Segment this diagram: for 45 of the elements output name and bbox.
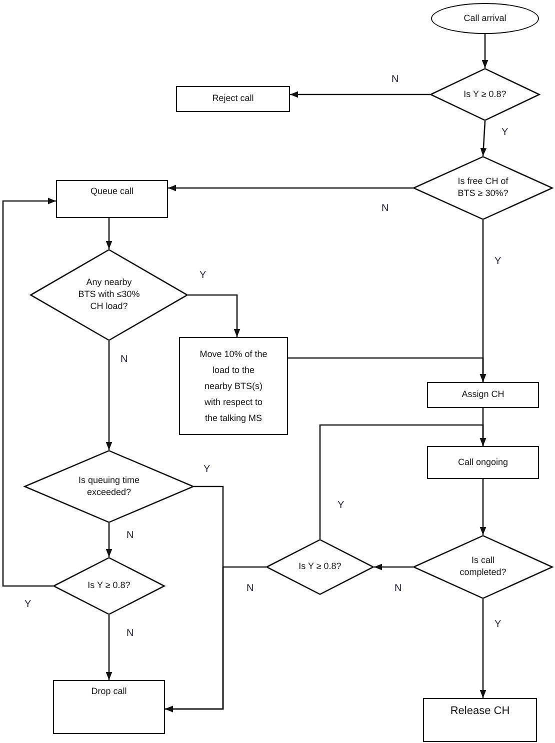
process-box [427,382,539,408]
process-label: Queue call [90,186,134,198]
decision-label: Is free CH of BTS ≥ 30%? [456,176,510,200]
process-label: Move 10% of the load to the nearby BTS(s) with respect to the talking MS [198,348,268,426]
process-box [423,698,537,742]
decision-label: Any nearby BTS with ≤30% CH load? [78,277,140,313]
process-box [53,680,165,734]
process-label: Assign CH [462,389,504,401]
process-box [427,446,539,479]
flow-arrow [480,120,487,156]
flow-arrow [319,424,486,539]
process-label: Call ongoing [458,456,508,468]
decision-label: Is Y ≥ 0.8? [88,580,130,592]
flow-arrow [374,564,413,570]
flow-arrow [168,184,413,192]
decision-label: Is queuing time exceeded? [77,474,141,498]
decision-diamond [53,557,165,615]
process-box [56,180,168,218]
process-box [176,86,290,112]
decision-diamond [413,535,553,599]
process-label: Drop call [91,686,127,698]
flow-arrow [165,566,266,712]
decision-diamond [430,68,540,121]
decision-diamond [266,539,374,595]
flow-arrow [188,294,240,337]
flow-arrow [480,599,486,698]
flow-arrow [106,615,112,680]
decision-diamond [413,156,553,220]
decision-label: Is call completed? [458,555,508,579]
process-label: Release CH [450,704,510,718]
flow-arrow [106,218,112,249]
flow-arrow [480,479,486,535]
process-box [179,337,288,435]
flow-arrow [288,357,486,382]
decision-label: Is Y ≥ 0.8? [464,88,506,100]
flow-arrow [106,523,112,557]
flow-arrow [290,91,430,98]
flow-arrow [2,198,56,587]
flow-arrow [106,341,112,450]
decision-label: Is Y ≥ 0.8? [298,561,342,573]
decision-diamond [24,450,194,523]
process-label: Reject call [212,93,254,105]
flow-arrow [482,34,488,68]
decision-diamond [30,249,188,341]
terminal-label: Call arrival [464,12,506,24]
